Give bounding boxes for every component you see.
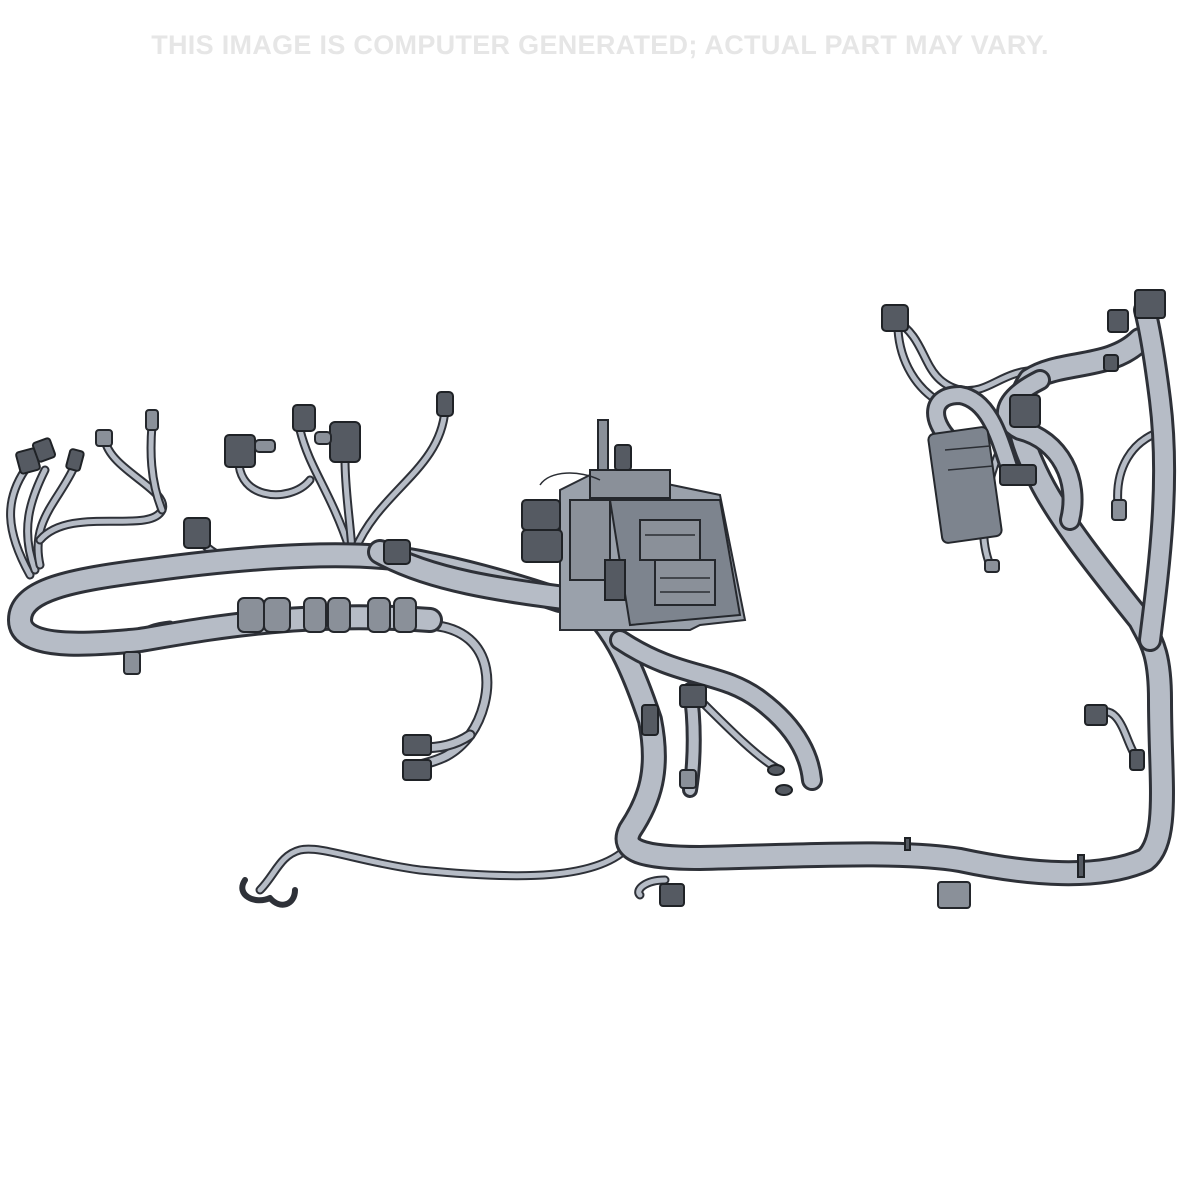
fuse-relay-box [521,419,747,631]
thin-branch-wires [6,315,1170,900]
main-harness-trunks [7,298,1177,887]
harness-connectors [15,289,1166,909]
disclaimer-text: THIS IMAGE IS COMPUTER GENERATED; ACTUAL… [151,30,1049,60]
